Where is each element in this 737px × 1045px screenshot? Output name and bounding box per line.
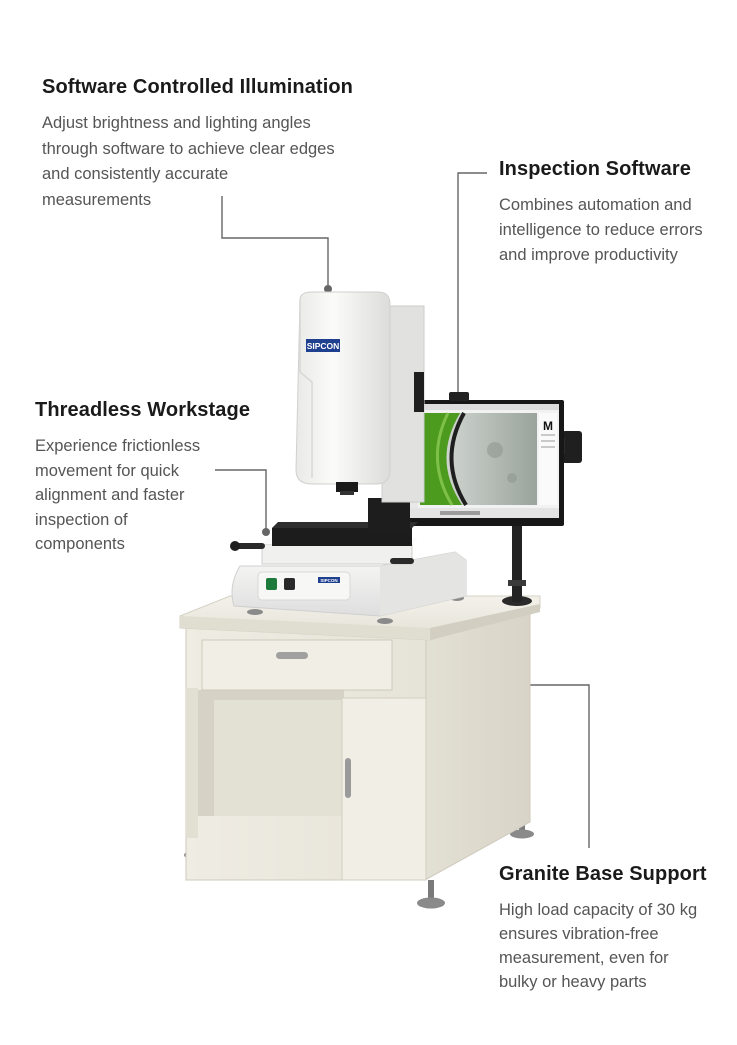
leader-line-workstage: [215, 469, 267, 530]
callout-workstage-text: Experience frictionless movement for qui…: [35, 437, 201, 553]
callout-illumination-text: Adjust brightness and lighting angles th…: [42, 114, 335, 209]
callout-granite-title: Granite Base Support: [499, 863, 707, 885]
callout-granite: Granite Base Support High load capacity …: [499, 863, 729, 994]
callout-software: Inspection Software Combines automation …: [499, 158, 729, 268]
leader-line-granite: [517, 684, 590, 848]
leader-line-illumination: [221, 196, 329, 287]
leader-dot-workstage: [262, 528, 270, 536]
workstation-cabinet: [179, 595, 541, 881]
brand-logo: SIPCON: [307, 341, 340, 351]
callout-granite-text: High load capacity of 30 kg ensures vibr…: [499, 901, 698, 991]
callout-illumination-title: Software Controlled Illumination: [42, 76, 353, 98]
panel-badge: SIPCON: [320, 578, 337, 583]
leader-dot-illumination: [324, 285, 332, 293]
callout-software-title: Inspection Software: [499, 158, 691, 180]
monitor-stand: [502, 431, 582, 606]
callout-workstage: Threadless Workstage Experience friction…: [35, 399, 275, 557]
vms-base-unit: SIPCON: [231, 551, 467, 624]
leader-line-software: [457, 172, 487, 394]
optical-head: SIPCON: [295, 291, 425, 532]
inspection-monitor: M: [403, 392, 564, 526]
callout-workstage-title: Threadless Workstage: [35, 399, 251, 421]
callout-illumination: Software Controlled Illumination Adjust …: [42, 76, 402, 213]
callout-software-text: Combines automation and intelligence to …: [499, 196, 703, 264]
screen-badge: M: [543, 419, 553, 433]
